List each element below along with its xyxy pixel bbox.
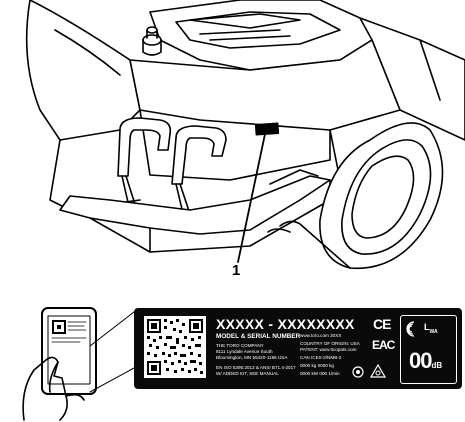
power-line: 0000 kW 000 1/min [300,371,340,376]
ce-mark-icon: CE [373,316,391,332]
added-kit-line: W/ ADDED KIT, SEE MANUAL [216,371,279,376]
sound-power-icon [406,321,415,337]
model-serial-caption: MODEL & SERIAL NUMBER [216,333,301,340]
eac-mark-icon: EAC [372,338,395,352]
phone-icon [22,307,135,421]
weight-line: 0000 kg 0000 kg [300,363,334,368]
sound-power-label: LWA [424,322,438,335]
footrest-platform [59,169,331,253]
callout-number: 1 [232,262,241,279]
serial-decal-location [254,122,280,136]
website-line: www.toro.com 20XX [300,333,342,338]
patent-line: PATENT: www.ttcopats.com [300,347,357,352]
serial-number-decal: XXXXX - XXXXXXXX MODEL & SERIAL NUMBER T… [134,308,462,389]
can-ices-line: CAN ICES-2/NMB-2 [300,355,342,360]
country-of-origin: COUNTRY OF ORIGIN: USA [300,341,360,346]
sound-power-value: 00dB [409,348,443,373]
company-name: THE TORO COMPANY [216,343,264,348]
ukca-mark-icon [370,364,386,378]
company-address: 8111 Lyndale Avenue South [216,349,273,354]
rear-wheel [267,122,444,270]
recycle-icon [352,366,364,378]
qr-code-icon [144,316,206,378]
front-panel [129,39,401,181]
standards-line: EN ISO 5395:2013 & ANSI B71.4-2017 [216,365,296,370]
sound-power-box [400,315,457,384]
company-city: Bloomington, MN 55420-1196 USA [216,355,288,360]
callout-leader-line [237,133,266,263]
model-serial-number: XXXXX - XXXXXXXX [216,316,355,332]
